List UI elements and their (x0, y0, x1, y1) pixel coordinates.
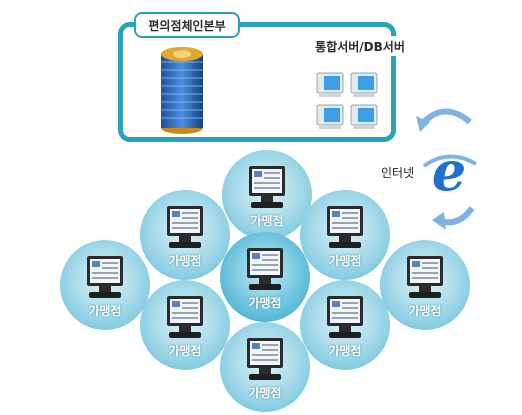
headquarters-title: 편의점체인본부 (134, 12, 240, 38)
svg-text:e: e (432, 139, 466, 203)
branch-label: 가맹점 (248, 296, 282, 310)
pos-terminal-icon (247, 338, 283, 380)
branch-node: 가맹점 (140, 280, 230, 370)
branch-node: 가맹점 (222, 150, 312, 240)
pos-terminal-icon (167, 296, 203, 338)
branch-label: 가맹점 (328, 254, 362, 268)
branch-node: 가맹점 (220, 322, 310, 412)
server-icon (316, 104, 344, 129)
internet-label: 인터넷 (381, 166, 415, 180)
pos-terminal-icon (249, 166, 285, 208)
pos-terminal-icon (327, 206, 363, 248)
branch-label: 가맹점 (168, 344, 202, 358)
branch-node: 가맹점 (300, 190, 390, 280)
pos-terminal-icon (87, 256, 123, 298)
server-icon (316, 72, 344, 97)
server-group (314, 70, 382, 132)
pos-terminal-icon (327, 296, 363, 338)
branch-label: 가맹점 (250, 214, 284, 228)
pos-terminal-icon (407, 256, 443, 298)
branch-node: 가맹점 (60, 240, 150, 330)
server-icon (350, 104, 378, 129)
server-label: 통합서버/DB서버 (310, 36, 410, 56)
branch-label: 가맹점 (88, 304, 122, 318)
internet-explorer-icon: e (416, 108, 478, 230)
branch-node: 가맹점 (300, 280, 390, 370)
branch-label: 가맹점 (248, 386, 282, 400)
server-icon (350, 72, 378, 97)
branch-node: 가맹점 (380, 240, 470, 330)
branch-label: 가맹점 (408, 304, 442, 318)
branch-node: 가맹점 (220, 232, 310, 322)
building-icon (161, 47, 203, 134)
branch-label: 가맹점 (168, 254, 202, 268)
pos-terminal-icon (247, 248, 283, 290)
branch-node: 가맹점 (140, 190, 230, 280)
branch-label: 가맹점 (328, 344, 362, 358)
pos-terminal-icon (167, 206, 203, 248)
